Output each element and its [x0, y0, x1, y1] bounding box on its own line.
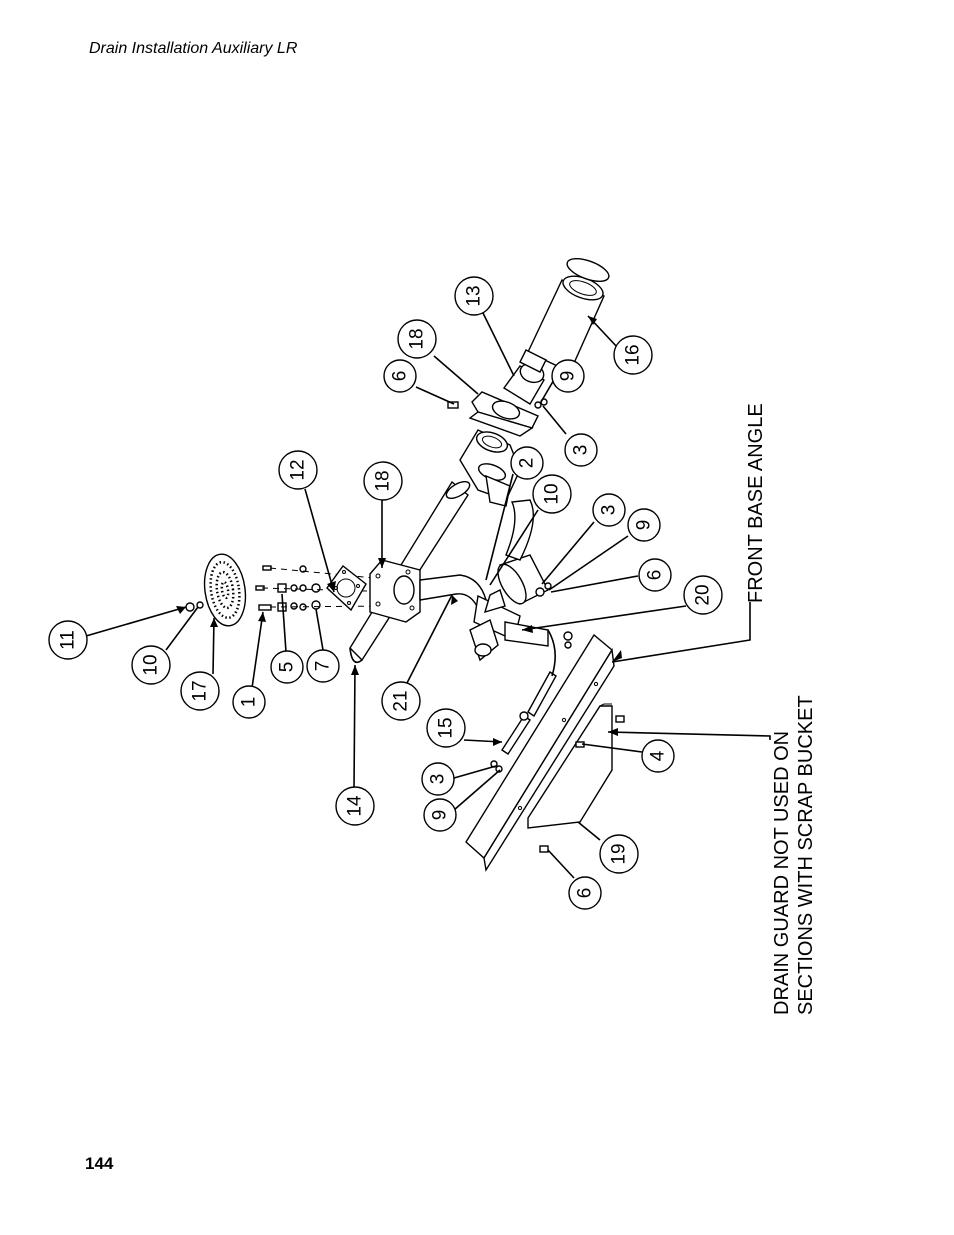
callout-label: 18 — [407, 328, 428, 349]
drain-guard — [490, 703, 625, 853]
drain-rod — [501, 629, 557, 755]
callout-bubble: 6 — [638, 558, 672, 592]
callout-label: 9 — [430, 810, 451, 821]
callout-bubble: 17 — [180, 671, 220, 711]
callout-bubble: 3 — [421, 762, 455, 796]
callout-bubble: 7 — [306, 649, 340, 683]
hose — [519, 257, 610, 373]
callout-label: 10 — [542, 483, 563, 504]
front-base-angle — [465, 633, 615, 872]
callout-label: 20 — [693, 584, 714, 605]
callout-bubble: 3 — [592, 493, 626, 527]
callout-label: 2 — [517, 458, 538, 469]
callout-label: 3 — [428, 774, 449, 785]
callout-label: 14 — [345, 795, 366, 817]
callout-label: 12 — [288, 459, 309, 480]
drain-bracket — [369, 559, 421, 623]
callout-bubble: 20 — [683, 575, 723, 615]
leader-lines — [85, 312, 771, 879]
strainer-plate — [203, 553, 247, 627]
note-drain-guard-line1: DRAIN GUARD NOT USED ON — [771, 731, 793, 1015]
callout-label: 3 — [599, 505, 620, 516]
note-front-base-angle: FRONT BASE ANGLE — [745, 403, 767, 603]
page-header: Drain Installation Auxiliary LR — [89, 40, 298, 57]
callout-bubble: 19 — [599, 834, 639, 874]
note-drain-guard-line2: SECTIONS WITH SCRAP BUCKET — [795, 695, 817, 1015]
callout-bubble: 11 — [48, 620, 88, 660]
tee-fitting — [459, 429, 521, 507]
callout-label: 6 — [575, 888, 596, 899]
callout-label: 6 — [390, 371, 411, 382]
callout-label: 17 — [190, 680, 211, 701]
callout-bubble: 10 — [532, 474, 572, 514]
callout-label: 16 — [623, 344, 644, 365]
callout-label: 5 — [277, 662, 298, 673]
callout-label: 9 — [634, 520, 655, 531]
callout-bubble: 9 — [423, 798, 457, 832]
callout-bubble: 3 — [564, 433, 598, 467]
callout-bubble: 14 — [335, 786, 375, 826]
parts-drawing — [185, 257, 625, 872]
callouts: 11 10 17 1 5 7 12 14 18 21 15 3 9 6 18 1… — [48, 276, 723, 910]
callout-label: 6 — [645, 570, 666, 581]
callout-bubble: 10 — [131, 645, 171, 685]
callout-label: 13 — [464, 285, 485, 306]
callout-label: 9 — [558, 371, 579, 382]
callout-label: 15 — [436, 717, 457, 738]
callout-bubble: 6 — [568, 876, 602, 910]
callout-bubble: 16 — [613, 335, 653, 375]
callout-label: 1 — [239, 697, 260, 708]
callout-bubble: 21 — [381, 681, 421, 721]
callout-bubble: 13 — [454, 276, 494, 316]
callout-bubble: 18 — [397, 319, 437, 359]
callout-bubble: 9 — [627, 508, 661, 542]
callout-label: 11 — [58, 630, 79, 650]
page-number: 144 — [85, 1154, 114, 1173]
callout-label: 7 — [313, 661, 334, 672]
callout-bubble: 18 — [363, 461, 403, 501]
callout-bubble: 6 — [383, 359, 417, 393]
callout-label: 3 — [571, 445, 592, 456]
callout-bubble: 9 — [551, 359, 585, 393]
callout-label: 4 — [648, 750, 669, 761]
callout-label: 19 — [609, 843, 630, 864]
callout-label: 18 — [373, 470, 394, 491]
callout-label: 21 — [391, 690, 412, 711]
callout-bubble: 2 — [510, 446, 544, 480]
callout-bubble: 1 — [232, 685, 266, 719]
callout-bubble: 5 — [270, 650, 304, 684]
gasket-plate — [326, 565, 367, 612]
upper-bracket — [468, 391, 539, 437]
callout-bubble: 12 — [278, 450, 318, 490]
callout-label: 10 — [141, 654, 162, 675]
callout-bubble: 4 — [641, 739, 675, 773]
callout-bubble: 15 — [426, 708, 466, 748]
